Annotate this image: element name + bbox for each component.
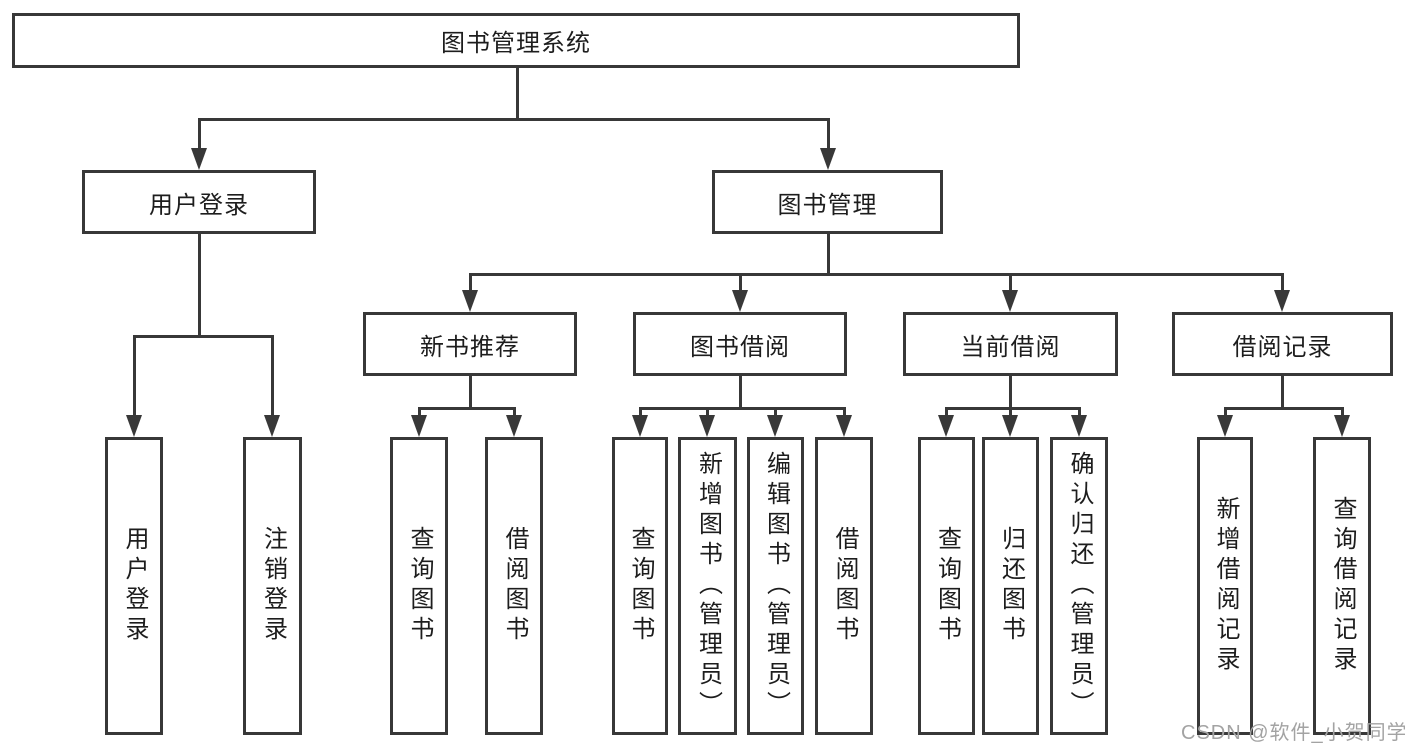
node-current-borrow-label: 当前借阅	[960, 333, 1061, 361]
arrow-down-icon	[1217, 415, 1233, 437]
leaf-borrow-books-borrow: 借阅图书	[815, 437, 873, 735]
arrow-down-icon	[462, 290, 478, 312]
leaf-query-books-recommend: 查询图书	[390, 437, 448, 735]
node-library-system-label: 图书管理系统	[441, 30, 591, 57]
leaf-query-borrow-record-label: 查询借阅记录	[1329, 496, 1356, 676]
connector-arrow-shaft	[512, 407, 516, 415]
leaf-confirm-return-admin: 确认归还（管理员）	[1050, 437, 1108, 735]
connector-line	[468, 273, 1284, 276]
leaf-return-book-label: 归还图书	[997, 526, 1025, 646]
arrow-down-icon	[1002, 415, 1018, 437]
node-new-book-recommend-label: 新书推荐	[420, 333, 520, 361]
connector-arrow-shaft	[270, 335, 274, 415]
arrow-down-icon	[632, 415, 648, 437]
arrow-down-icon	[1002, 290, 1018, 312]
node-book-management-label: 图书管理	[777, 191, 878, 219]
arrow-down-icon	[1334, 415, 1350, 437]
connector-arrow-shaft	[826, 118, 830, 148]
leaf-add-book-admin-label: 新增图书（管理员）	[694, 451, 722, 721]
connector-arrow-shaft	[417, 407, 421, 415]
watermark: CSDN @软件_小贺同学	[1181, 722, 1405, 744]
node-book-borrow-label: 图书借阅	[690, 333, 790, 361]
arrow-down-icon	[411, 415, 427, 437]
leaf-user-login: 用户登录	[105, 437, 163, 735]
arrow-down-icon	[732, 290, 748, 312]
node-book-borrow: 图书借阅	[633, 312, 847, 376]
node-user-login-label: 用户登录	[149, 191, 249, 219]
connector-line	[738, 376, 742, 407]
node-borrow-records-label: 借阅记录	[1232, 333, 1333, 361]
connector-arrow-shaft	[944, 407, 948, 415]
leaf-query-borrow-record: 查询借阅记录	[1313, 437, 1371, 735]
leaf-logout-label: 注销登录	[259, 526, 287, 646]
connector-arrow-shaft	[1008, 273, 1012, 290]
leaf-borrow-books-borrow-label: 借阅图书	[831, 526, 858, 646]
leaf-return-book: 归还图书	[982, 437, 1039, 735]
arrow-down-icon	[699, 415, 715, 437]
connector-line	[417, 407, 516, 410]
leaf-add-borrow-record: 新增借阅记录	[1197, 437, 1253, 735]
leaf-borrow-books-recommend: 借阅图书	[485, 437, 543, 735]
leaf-query-books-recommend-label: 查询图书	[406, 526, 433, 646]
leaf-query-books-current: 查询图书	[918, 437, 975, 735]
connector-line	[826, 234, 830, 273]
arrow-down-icon	[191, 148, 207, 170]
connector-arrow-shaft	[738, 273, 742, 290]
arrow-down-icon	[1071, 415, 1087, 437]
node-new-book-recommend: 新书推荐	[363, 312, 577, 376]
connector-arrow-shaft	[842, 407, 846, 415]
connector-arrow-shaft	[705, 407, 709, 415]
leaf-borrow-books-recommend-label: 借阅图书	[501, 526, 528, 646]
leaf-user-login-label: 用户登录	[121, 526, 148, 646]
connector-line	[132, 335, 274, 338]
connector-arrow-shaft	[1008, 407, 1012, 415]
arrow-down-icon	[820, 148, 836, 170]
arrow-down-icon	[836, 415, 852, 437]
node-book-management: 图书管理	[712, 170, 943, 234]
leaf-logout: 注销登录	[243, 437, 302, 735]
connector-arrow-shaft	[1077, 407, 1081, 415]
connector-line	[1280, 376, 1284, 407]
leaf-edit-book-admin: 编辑图书（管理员）	[747, 437, 804, 735]
leaf-query-books-borrow: 查询图书	[612, 437, 668, 735]
arrow-down-icon	[506, 415, 522, 437]
connector-arrow-shaft	[638, 407, 642, 415]
connector-arrow-shaft	[197, 118, 201, 148]
connector-line	[515, 68, 519, 118]
node-user-login: 用户登录	[82, 170, 316, 234]
arrow-down-icon	[264, 415, 280, 437]
connector-line	[468, 376, 472, 407]
connector-arrow-shaft	[1223, 407, 1227, 415]
arrow-down-icon	[126, 415, 142, 437]
leaf-add-book-admin: 新增图书（管理员）	[678, 437, 737, 735]
node-current-borrow: 当前借阅	[903, 312, 1118, 376]
connector-arrow-shaft	[132, 335, 136, 415]
connector-line	[1008, 376, 1012, 407]
leaf-confirm-return-admin-label: 确认归还（管理员）	[1066, 451, 1093, 721]
arrow-down-icon	[1274, 290, 1290, 312]
arrow-down-icon	[767, 415, 783, 437]
node-borrow-records: 借阅记录	[1172, 312, 1393, 376]
connector-line	[197, 234, 201, 335]
connector-line	[197, 118, 830, 121]
connector-line	[944, 407, 1081, 410]
connector-line	[1223, 407, 1344, 410]
connector-arrow-shaft	[468, 273, 472, 290]
connector-arrow-shaft	[1340, 407, 1344, 415]
leaf-query-books-current-label: 查询图书	[933, 526, 961, 646]
node-library-system: 图书管理系统	[12, 13, 1020, 68]
connector-arrow-shaft	[1280, 273, 1284, 290]
arrow-down-icon	[938, 415, 954, 437]
connector-arrow-shaft	[773, 407, 777, 415]
connector-line	[638, 407, 846, 410]
leaf-add-borrow-record-label: 新增借阅记录	[1212, 496, 1239, 676]
leaf-query-books-borrow-label: 查询图书	[627, 526, 654, 646]
leaf-edit-book-admin-label: 编辑图书（管理员）	[762, 451, 790, 721]
